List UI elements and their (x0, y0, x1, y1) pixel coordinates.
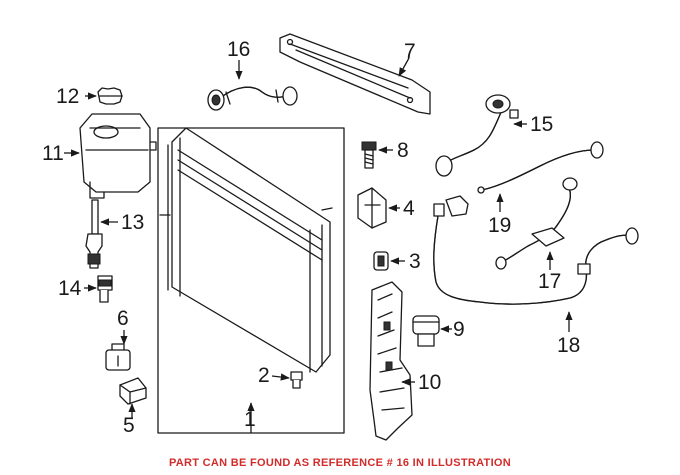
hose-part-15[interactable] (435, 94, 519, 177)
expansion-tank-part-11[interactable] (79, 113, 157, 199)
radiator-part[interactable] (157, 127, 345, 434)
callout-6: 6 (117, 307, 129, 330)
callout-16: 16 (227, 38, 250, 61)
bolt-part-2[interactable] (290, 371, 303, 389)
callout-10: 10 (418, 371, 441, 394)
callout-19: 19 (488, 214, 511, 237)
callout-2: 2 (258, 364, 270, 387)
air-duct-part-10[interactable] (369, 281, 413, 441)
callout-8: 8 (397, 139, 409, 162)
callout-18: 18 (557, 334, 580, 357)
bolt-part-8[interactable] (361, 141, 377, 169)
callout-15: 15 (530, 113, 553, 136)
callout-17: 17 (538, 270, 561, 293)
callout-4: 4 (403, 197, 415, 220)
callout-12: 12 (56, 85, 79, 108)
vent-hose-part-19[interactable] (477, 141, 604, 194)
bracket-part-4[interactable] (357, 187, 387, 229)
cap-part-12[interactable] (97, 87, 123, 105)
upper-hose-part-16[interactable] (207, 86, 298, 111)
callout-3: 3 (409, 250, 421, 273)
temperature-sensor-part-14[interactable] (97, 275, 113, 303)
grommet-part-3[interactable] (373, 251, 389, 271)
callout-13: 13 (121, 211, 144, 234)
support-panel-part-7[interactable] (279, 33, 431, 115)
hose-part-17[interactable] (495, 177, 578, 270)
valve-part-9[interactable] (412, 315, 440, 347)
reference-caption: PART CAN BE FOUND AS REFERENCE # 16 IN I… (168, 457, 512, 469)
callout-7: 7 (404, 40, 416, 63)
lower-hose-part-18[interactable] (433, 195, 639, 305)
callout-11: 11 (42, 142, 64, 165)
callout-5: 5 (123, 414, 135, 437)
callout-1: 1 (244, 408, 256, 431)
clip-part-5[interactable] (119, 377, 147, 405)
level-sensor-part-13[interactable] (85, 199, 103, 269)
callout-14: 14 (58, 277, 82, 300)
mount-part-6[interactable] (105, 343, 131, 371)
callout-9: 9 (453, 318, 465, 341)
